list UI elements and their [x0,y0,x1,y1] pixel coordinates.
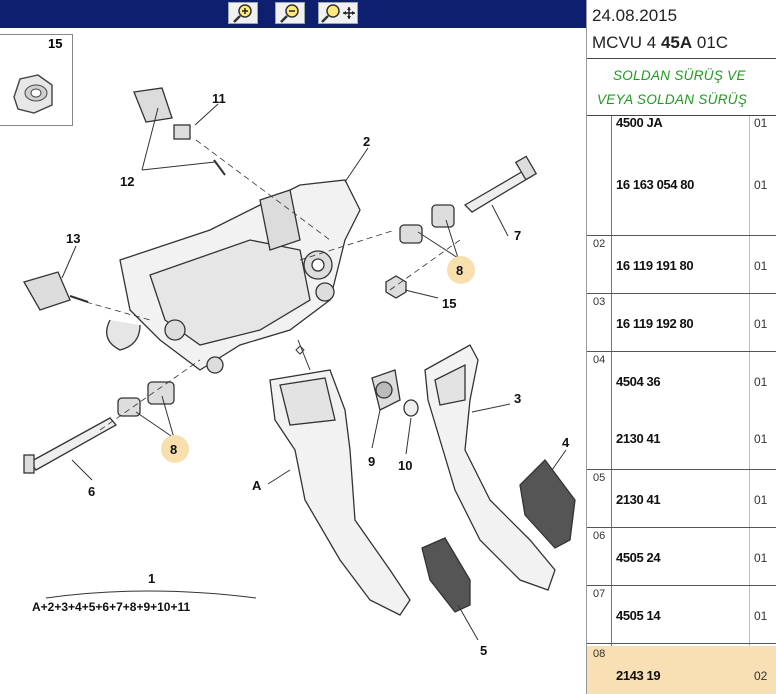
diagram-toolbar [0,0,586,28]
row-index: 04 [593,354,606,366]
model-bold: 45A [660,33,693,52]
part-ref: 2143 19 [616,668,661,683]
part-qty: 01 [754,493,768,507]
zoom-out-button[interactable] [275,2,305,24]
catalog-date: 24.08.2015 [592,6,678,25]
parts-list-panel: 24.08.2015 MCVU 4 45A 01C SOLDAN SÜRÜŞ V… [587,0,776,694]
zoom-in-icon [233,4,252,23]
callout-3: 3 [514,391,521,406]
part-ref: 16 119 192 80 [616,316,694,331]
part-qty: 01 [754,116,768,130]
callout-4: 4 [562,435,570,450]
part-qty: 01 [754,317,768,331]
zoom-fit-icon [321,4,355,23]
part-qty: 02 [754,669,768,683]
part-ref: 16 163 054 80 [616,177,694,192]
callout-8-upper: 8 [456,263,463,278]
pedal-assembly-drawing: 1 2 3 4 5 6 7 8 8 9 10 11 12 13 15 A A+2… [23,87,576,658]
notes-box: SOLDAN SÜRÜŞ VE VEYA SOLDAN SÜRÜŞ [587,60,776,116]
part-qty: 01 [754,178,768,192]
table-row-selected[interactable]: 08 2143 19 02 [587,646,776,694]
table-row[interactable]: 03 16 119 192 80 01 [587,294,776,352]
callout-11: 11 [212,91,226,106]
model-code: MCVU 4 45A 01C [592,33,728,53]
part-ref: 4505 24 [616,550,661,565]
callout-15: 15 [442,296,456,311]
note-line-1: SOLDAN SÜRÜŞ VE [613,68,746,83]
row-index: 03 [593,296,606,308]
row-index: 05 [593,472,606,484]
zoom-out-icon [280,4,299,23]
model-prefix: MCVU 4 [592,33,661,52]
model-suffix: 01C [692,33,729,52]
part-qty: 01 [754,432,768,446]
callout-6: 6 [88,484,95,499]
callout-8-highlight-upper [447,256,475,284]
note-line-2: VEYA SOLDAN SÜRÜŞ [597,92,748,107]
table-row[interactable]: 05 2130 41 01 [587,470,776,528]
table-row[interactable]: 02 16 119 191 80 01 [587,236,776,294]
table-row[interactable]: 07 4505 14 01 [587,586,776,644]
column-rule-2 [749,116,750,694]
callout-9: 9 [368,454,375,469]
zoom-in-button[interactable] [228,2,258,24]
callout-2: 2 [363,134,370,149]
part-qty: 01 [754,375,768,389]
table-row[interactable]: 06 4505 24 01 [587,528,776,586]
callout-8-highlight-lower [161,435,189,463]
row-index: 02 [593,238,606,250]
callout-5: 5 [480,643,487,658]
callout-7: 7 [514,228,521,243]
part-qty: 01 [754,551,768,565]
zoom-fit-button[interactable] [318,2,358,24]
inset-number: 15 [48,36,63,51]
panel-divider [586,0,587,694]
row-index: 08 [593,648,606,660]
flange-nut-icon [13,74,53,114]
callout-8-lower: 8 [170,442,177,457]
part-ref: 16 119 191 80 [616,258,694,273]
part-ref: 2130 41 [616,431,661,446]
table-row[interactable]: 4500 JA 01 16 163 054 80 01 [587,115,776,236]
header-rule [587,58,776,59]
row-index: 07 [593,588,606,600]
part-ref: 2130 41 [616,492,661,507]
callout-12: 12 [120,174,134,189]
assembly-formula: A+2+3+4+5+6+7+8+9+10+11 [32,600,190,614]
brake-pad-4 [519,459,576,549]
part-ref: 4504 36 [616,374,661,389]
callout-13: 13 [66,231,80,246]
column-rule-1 [611,116,612,694]
row-index: 06 [593,530,606,542]
exploded-parts-diagram[interactable]: 15 [0,0,586,694]
part-qty: 01 [754,609,768,623]
table-row[interactable]: 04 4504 36 01 2130 41 01 [587,352,776,470]
callout-10: 10 [398,458,412,473]
nut-inset: 15 [0,34,73,126]
part-qty: 01 [754,259,768,273]
callout-A: A [252,478,262,493]
part-ref: 4500 JA [616,115,663,130]
part-ref: 4505 14 [616,608,661,623]
callout-1: 1 [148,571,155,586]
